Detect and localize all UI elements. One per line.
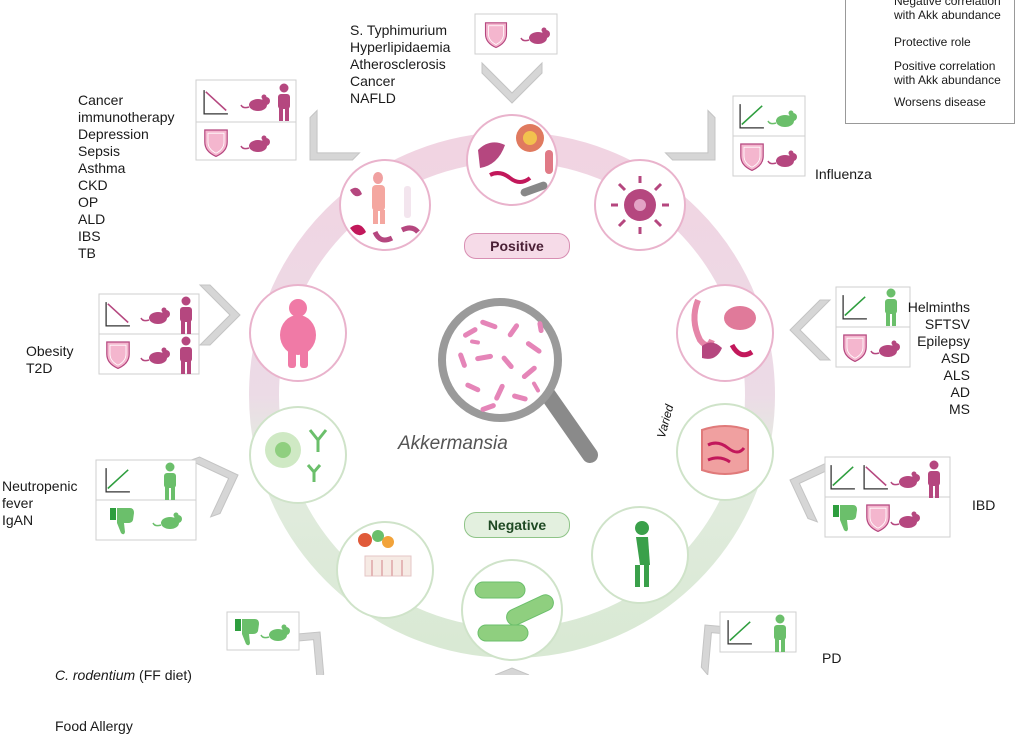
legend: Negative correlation with Akk abundance … bbox=[845, 0, 1015, 124]
label-influenza: Influenza bbox=[815, 166, 872, 182]
legend-worsens: Worsens disease bbox=[894, 95, 986, 109]
magnifier-icon bbox=[438, 298, 598, 463]
chevron-bottom bbox=[494, 667, 530, 675]
chevron-top bbox=[481, 62, 543, 104]
chevron-top-right bbox=[665, 110, 737, 182]
label-ibd: IBD bbox=[972, 497, 996, 513]
negative-label: Negative bbox=[464, 512, 570, 538]
box-ibd bbox=[824, 456, 951, 538]
box-influenza bbox=[732, 95, 806, 177]
chevron-left bbox=[199, 284, 241, 346]
node-obesity bbox=[249, 284, 347, 382]
box-top-left bbox=[195, 79, 297, 161]
node-liver-gut bbox=[466, 114, 558, 206]
box-right-mid bbox=[835, 286, 911, 368]
box-top bbox=[474, 13, 558, 55]
legend-negative-correlation: Negative correlation with Akk abundance bbox=[894, 0, 1001, 22]
label-pd: PD bbox=[822, 650, 842, 666]
node-parkinson bbox=[591, 506, 689, 604]
node-immune bbox=[249, 406, 347, 504]
legend-positive-correlation: Positive correlation with Akk abundance bbox=[894, 59, 1001, 87]
node-body-organs bbox=[339, 159, 431, 251]
akkermansia-diagram bbox=[95, 0, 951, 675]
chevron-left-lower bbox=[189, 446, 249, 518]
node-intestine bbox=[676, 403, 774, 501]
box-neutropenic bbox=[95, 459, 197, 541]
box-obesity bbox=[98, 293, 200, 375]
node-virus bbox=[594, 159, 686, 251]
node-capsules bbox=[461, 559, 563, 661]
positive-label: Positive bbox=[464, 233, 570, 259]
chevron-top-left bbox=[288, 110, 360, 182]
chevron-right bbox=[789, 299, 831, 361]
node-brain-organs bbox=[676, 284, 774, 382]
node-food bbox=[336, 521, 434, 619]
center-title: Akkermansia bbox=[398, 433, 508, 454]
box-pd bbox=[719, 611, 797, 653]
label-rodentium: C. rodentium (FF diet) Food Allergy bbox=[55, 667, 192, 734]
legend-protective: Protective role bbox=[894, 35, 971, 49]
box-rodentium bbox=[226, 611, 300, 651]
